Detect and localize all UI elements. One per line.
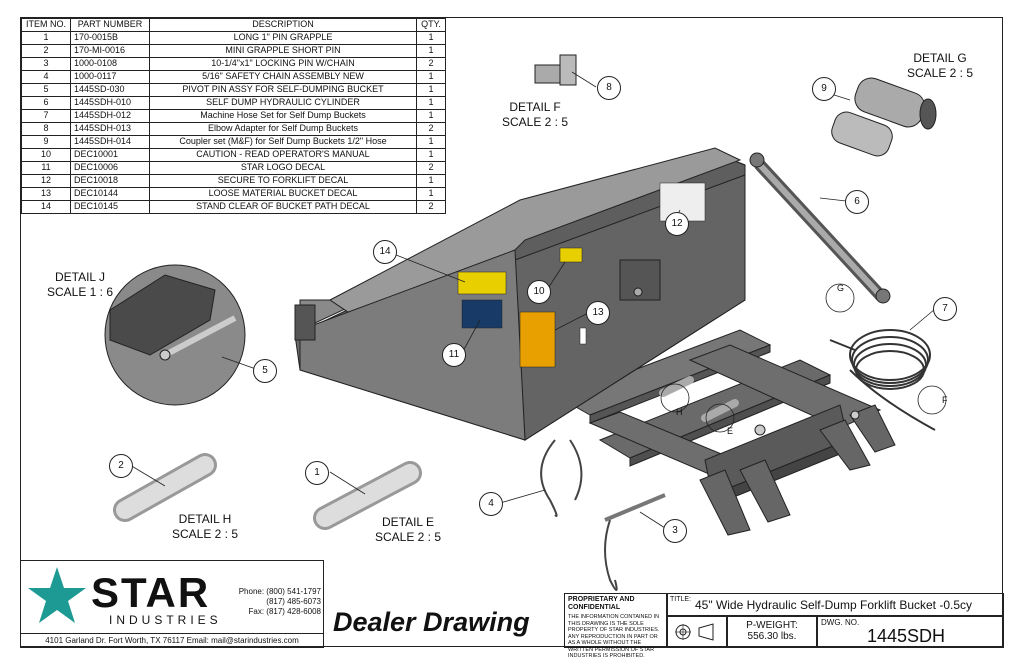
balloon-5: 5 (253, 359, 277, 383)
star-logo-icon (28, 567, 86, 623)
third-angle-projection-icon (675, 623, 714, 641)
elbow-adapter (534, 54, 577, 86)
dwg-no-label: DWG. NO. (821, 618, 860, 627)
detail-f-scale: SCALE 2 : 5 (501, 115, 569, 129)
balloon-7: 7 (933, 297, 957, 321)
company-subname: INDUSTRIES (109, 613, 222, 627)
company-phone: Phone: (800) 541-1797 (238, 587, 321, 596)
balloon-4: 4 (479, 492, 503, 516)
detail-e-scale: SCALE 2 : 5 (374, 530, 442, 544)
dealer-drawing-label: Dealer Drawing (333, 607, 530, 637)
balloon-11: 11 (442, 343, 466, 367)
balloon-12: 12 (665, 212, 689, 236)
company-address: 4101 Garland Dr. Fort Worth, TX 76117 Em… (21, 633, 323, 647)
title-box: TITLE: 45" Wide Hydraulic Self-Dump Fork… (666, 593, 1004, 617)
balloon-10: 10 (527, 280, 551, 304)
view-letter-f: F (942, 395, 948, 405)
caution-decal (559, 247, 583, 263)
dwg-no: 1445SDH (867, 626, 946, 646)
detail-h-scale: SCALE 2 : 5 (171, 527, 239, 541)
detail-e-title: DETAIL E (381, 515, 434, 529)
cell-qty: 1 (416, 148, 446, 162)
weight-label: P-WEIGHT: (746, 620, 798, 631)
proprietary-heading: PROPRIETARY AND CONFIDENTIAL (568, 596, 635, 611)
view-letter-e: E (727, 426, 734, 436)
cell-item-no: 14 (21, 200, 71, 214)
detail-j-label: DETAIL J SCALE 1 : 6 (35, 270, 125, 300)
company-name: STAR (91, 569, 211, 616)
balloon-6: 6 (845, 190, 869, 214)
detail-g-label: DETAIL G SCALE 2 : 5 (895, 51, 985, 81)
balloon-3: 3 (663, 519, 687, 543)
balloon-2: 2 (109, 454, 133, 478)
company-block: STAR INDUSTRIES Phone: (800) 541-1797 (8… (20, 560, 324, 648)
loose-material-decal (519, 311, 556, 368)
proprietary-text: THE INFORMATION CONTAINED IN THIS DRAWIN… (568, 614, 660, 659)
view-letter-h: H (676, 407, 683, 417)
projection-symbol-box (666, 615, 728, 648)
company-phone2: (817) 485-6073 (266, 597, 321, 606)
view-markers (660, 283, 947, 433)
balloon-13: 13 (586, 301, 610, 325)
view-letter-g: G (837, 283, 845, 293)
weight-box: P-WEIGHT: 556.30 lbs. (726, 615, 818, 648)
company-contact: Phone: (800) 541-1797 (817) 485-6073 Fax… (229, 587, 321, 617)
balloon-8: 8 (597, 76, 621, 100)
dwg-no-box: DWG. NO. 1445SDH (816, 615, 1004, 648)
balloon-14: 14 (373, 240, 397, 264)
couplers (831, 77, 937, 157)
detail-h-title: DETAIL H (178, 512, 232, 526)
title-label: TITLE: (670, 596, 692, 603)
weight-value: 556.30 lbs. (747, 631, 797, 642)
hose-coil (829, 329, 936, 431)
balloon-9: 9 (812, 77, 836, 101)
detail-f-title: DETAIL F (509, 100, 561, 114)
detail-g-title: DETAIL G (913, 51, 967, 65)
proprietary-box: PROPRIETARY AND CONFIDENTIAL THE INFORMA… (564, 593, 668, 659)
detail-f-label: DETAIL F SCALE 2 : 5 (490, 100, 580, 130)
drawing-title: 45" Wide Hydraulic Self-Dump Forklift Bu… (695, 598, 973, 612)
balloon-1: 1 (305, 461, 329, 485)
pins (113, 376, 739, 530)
cell-part-number: DEC10145 (70, 200, 150, 214)
cell-description: STAND CLEAR OF BUCKET PATH DECAL (149, 200, 417, 214)
company-fax: Fax: (817) 428-6008 (248, 607, 322, 616)
detail-j-scale: SCALE 1 : 6 (46, 285, 114, 299)
chain-and-pin (540, 439, 666, 591)
stand-clear-decal (457, 271, 507, 295)
detail-h-label: DETAIL H SCALE 2 : 5 (160, 512, 250, 542)
detail-g-scale: SCALE 2 : 5 (906, 66, 974, 80)
detail-e-label: DETAIL E SCALE 2 : 5 (363, 515, 453, 545)
detail-j-title: DETAIL J (54, 270, 105, 284)
detail-j-view (104, 264, 246, 406)
hydraulic-cylinder (749, 152, 891, 304)
star-logo-decal (461, 299, 503, 329)
cell-qty: 2 (416, 200, 446, 214)
